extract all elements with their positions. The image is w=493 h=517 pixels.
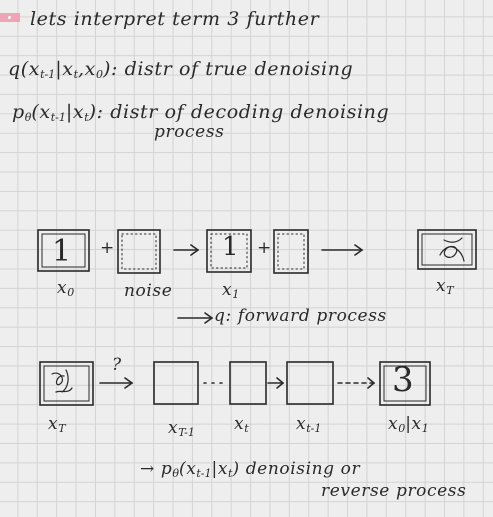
forward-caption-arrow — [177, 312, 214, 324]
forward-plus-1: + — [100, 238, 115, 258]
forward-x1-box — [206, 229, 252, 273]
forward-x1-digit: 1 — [222, 232, 240, 262]
reverse-xT-box — [39, 361, 94, 406]
reverse-label-xT1: xT-1 — [168, 418, 195, 439]
reverse-arrow-2 — [267, 377, 285, 389]
forward-arrow-1 — [173, 244, 200, 256]
forward-label-x0: x0 — [57, 278, 75, 299]
highlight-marker — [0, 13, 20, 22]
reverse-x0-digit: 3 — [392, 360, 415, 400]
forward-label-noise: noise — [124, 281, 173, 301]
reverse-x0-box — [379, 361, 431, 406]
forward-x0-box — [37, 229, 90, 272]
p-definition: pθ(xt-1|xt): distr of decoding denoising — [12, 101, 390, 124]
reverse-question-mark: ? — [112, 355, 122, 375]
forward-arrow-2 — [321, 244, 364, 256]
forward-noise-box-2 — [273, 229, 309, 274]
forward-x0-digit: 1 — [52, 234, 72, 269]
reverse-xt-box — [229, 361, 267, 405]
reverse-xT1-box — [153, 361, 199, 405]
reverse-caption: → pθ(xt-1|xt) denoising or — [140, 459, 361, 480]
reverse-label-xt: xt — [234, 414, 249, 435]
forward-label-x1: x1 — [222, 280, 240, 301]
reverse-caption-line2: reverse process — [321, 481, 467, 501]
reverse-label-xT: xT — [48, 414, 66, 435]
reverse-xt1-box — [286, 361, 334, 405]
q-definition: q(xt-1|xt,x0): distr of true denoising — [8, 58, 354, 81]
forward-xT-box — [417, 229, 477, 270]
reverse-dashed-arrow — [337, 377, 376, 389]
forward-plus-2: + — [257, 238, 272, 258]
forward-caption: q: forward process — [214, 306, 387, 326]
p-definition-line2: process — [154, 122, 225, 142]
note-title: lets interpret term 3 further — [30, 8, 320, 30]
reverse-label-xt1: xt-1 — [296, 414, 322, 435]
reverse-arrow-question — [99, 377, 134, 389]
forward-label-xT: xT — [436, 276, 454, 297]
reverse-label-x0-x1: x0|x1 — [388, 414, 429, 435]
forward-noise-box — [117, 229, 161, 274]
